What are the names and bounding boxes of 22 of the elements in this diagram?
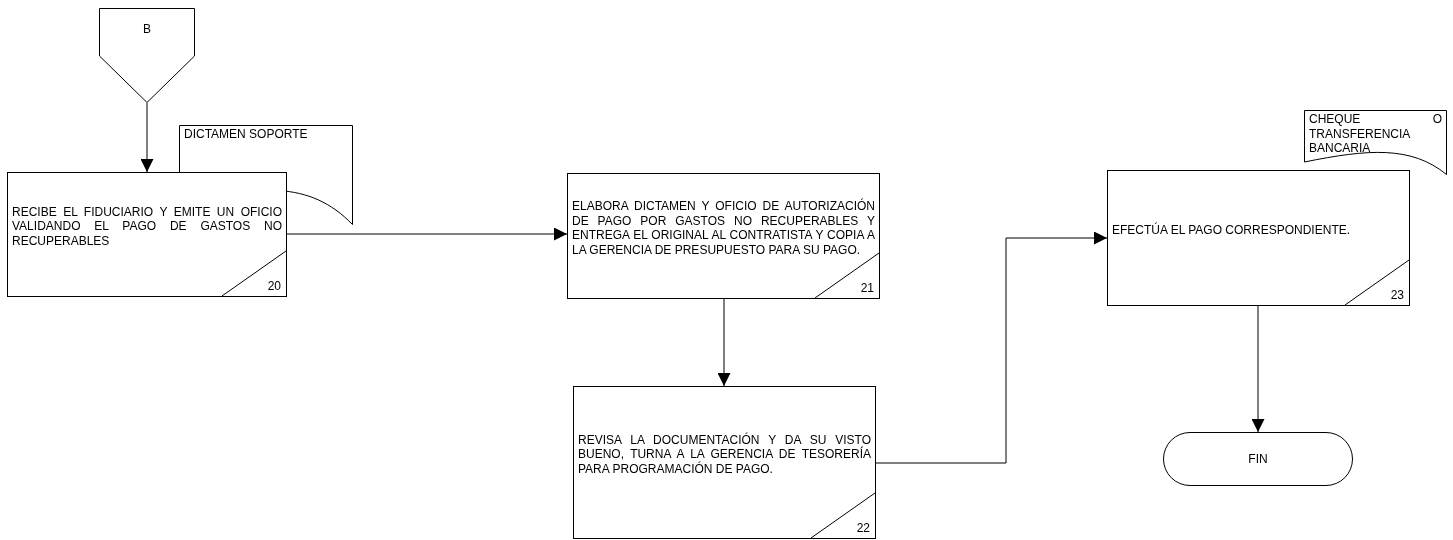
arrow [875,231,1108,464]
step-number: 23 [1390,287,1404,302]
step-number: 22 [856,520,870,535]
arrow [140,102,154,173]
step-number: 21 [860,280,874,295]
document-shape [1304,110,1447,175]
off-page-connector [99,8,195,103]
connector-label: B [142,22,152,37]
arrow [1251,305,1265,433]
step-description: RECIBE EL FIDUCIARIO Y EMITE UN OFICIO VALIDANDO EL PAGO DE GASTOS NO RECUPERABLES [12,204,282,249]
process-box [567,173,880,299]
document-label: DICTAMEN SOPORTE [183,126,309,143]
process-box [573,386,876,539]
terminator-label: FIN [1247,452,1269,467]
step-description: REVISA LA DOCUMENTACIÓN Y DA SU VISTO BUENO, TURNA A LA GERENCIA DE TESORERÍA PARA PROGRAMACIÓN DE PAGO. [578,432,871,477]
terminator-shape [1163,432,1353,486]
arrow [286,227,568,241]
step-number: 20 [267,278,281,293]
document-label: CHEQUE O TRANSFERENCIA BANCARIA [1308,111,1443,157]
arrow [717,298,731,387]
step-description: EFECTÚA EL PAGO CORRESPONDIENTE. [1112,222,1352,238]
step-description: ELABORA DICTAMEN Y OFICIO DE AUTORIZACIÓN DE PAGO POR GASTOS NO RECUPERABLES Y ENTREGA EL ORIGINAL AL CONTRATISTA Y COPIA A LA GERENCIA DE PRESUPUESTO PARA SU PAGO. [572,199,875,257]
